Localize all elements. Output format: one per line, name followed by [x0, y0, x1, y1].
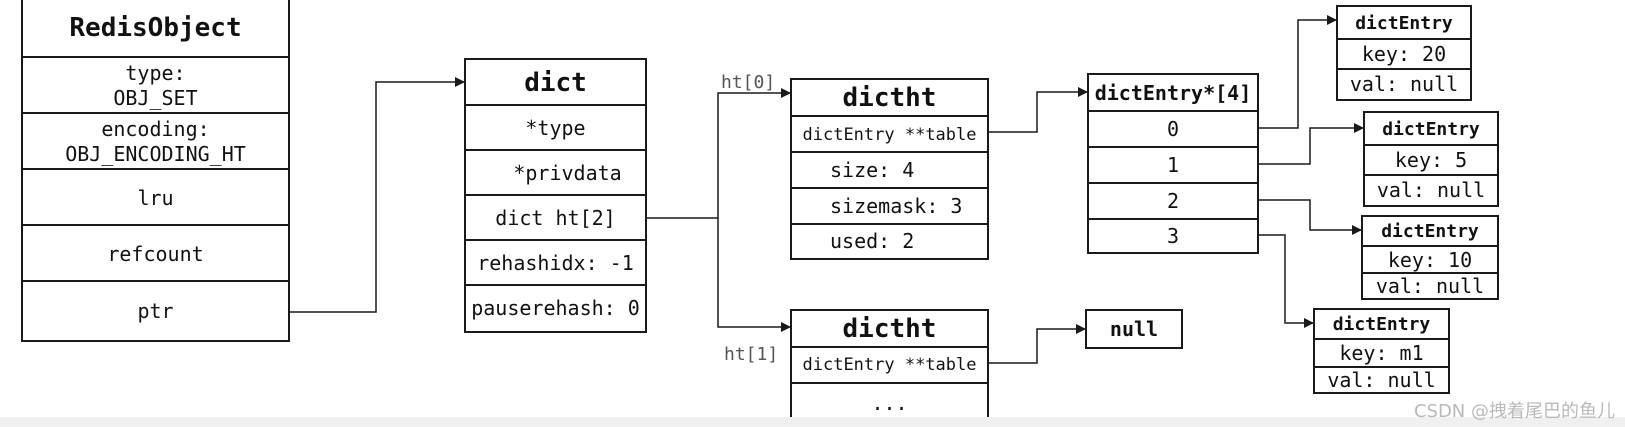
- dict-entry-title: dictEntry: [1332, 314, 1431, 335]
- redis-object-refcount: refcount: [23, 224, 288, 282]
- dictht0-size: size: 4: [792, 151, 987, 188]
- bottom-strip: [0, 417, 1625, 427]
- table0-to-array-arrow: [989, 87, 1088, 133]
- dictht1-title: dictht: [842, 314, 937, 344]
- dict-entry-box: dictEntry key: 20 val: null: [1336, 5, 1472, 101]
- ht1-label: ht[1]: [724, 344, 779, 365]
- dictht1-box: dictht dictEntry **table ...: [790, 309, 989, 424]
- entry-slot-1: 1: [1089, 146, 1257, 183]
- entry-slot-0: 0: [1089, 110, 1257, 147]
- dict-entry-title: dictEntry: [1355, 12, 1453, 34]
- slot3-to-entry-arrow: [1259, 234, 1314, 328]
- entry-array-box: dictEntry*[4] 0 1 2 3: [1087, 73, 1259, 254]
- dict-entry-title: dictEntry: [1382, 118, 1480, 140]
- entry-slot-3: 3: [1089, 218, 1257, 252]
- null-box: null: [1085, 309, 1183, 349]
- entry-array-title: dictEntry*[4]: [1094, 81, 1252, 105]
- dictht1-table: dictEntry **table: [792, 346, 987, 383]
- dict-box: dict *type *privdata dict ht[2] rehashid…: [464, 58, 647, 333]
- dict-ht: dict ht[2]: [466, 194, 645, 240]
- ptr-to-dict-arrow: [290, 77, 465, 313]
- dict-entry-key: key: 20: [1338, 38, 1470, 69]
- ht0-label: ht[0]: [721, 72, 776, 93]
- dict-entry-title: dictEntry: [1381, 221, 1479, 242]
- dict-privdata: *privdata: [466, 149, 645, 195]
- dictht0-table: dictEntry **table: [792, 115, 987, 153]
- ht-to-dictht1-arrow: [717, 218, 791, 332]
- dict-entry-val: val: null: [1363, 272, 1497, 298]
- dict-entry-box: dictEntry key: 5 val: null: [1363, 111, 1499, 207]
- dict-entry-val: val: null: [1315, 366, 1448, 392]
- entry-slot-2: 2: [1089, 182, 1257, 219]
- dict-entry-key: key: 5: [1365, 144, 1497, 175]
- slot0-to-entry-arrow: [1259, 15, 1337, 129]
- dict-entry-key: key: 10: [1363, 245, 1497, 273]
- dictht0-sizemask: sizemask: 3: [792, 187, 987, 224]
- dictht0-title: dictht: [842, 83, 937, 113]
- dictht0-box: dictht dictEntry **table size: 4 sizemas…: [790, 78, 989, 260]
- null-label: null: [1109, 316, 1159, 341]
- dict-entry-box: dictEntry key: 10 val: null: [1361, 215, 1499, 300]
- slot1-to-entry-arrow: [1259, 123, 1364, 165]
- dict-entry-val: val: null: [1365, 174, 1497, 205]
- slot2-to-entry-arrow: [1259, 199, 1362, 235]
- redis-object-type: type: OBJ_SET: [23, 56, 288, 114]
- ht-to-dictht0-arrow: [647, 88, 791, 219]
- redis-object-lru: lru: [23, 168, 288, 226]
- redis-object-box: RedisObject type: OBJ_SET encoding: OBJ_…: [21, 0, 290, 342]
- dictht1-ellipsis: ...: [792, 382, 987, 422]
- dict-entry-box: dictEntry key: m1 val: null: [1313, 308, 1450, 394]
- redis-object-encoding: encoding: OBJ_ENCODING_HT: [23, 112, 288, 170]
- redis-object-ptr: ptr: [23, 280, 288, 340]
- dict-entry-val: val: null: [1338, 68, 1470, 99]
- dict-pauserehash: pauserehash: 0: [466, 284, 645, 331]
- table1-to-null-arrow: [989, 324, 1086, 364]
- dictht0-used: used: 2: [792, 223, 987, 258]
- redis-object-title: RedisObject: [69, 12, 242, 43]
- dict-rehashidx: rehashidx: -1: [466, 239, 645, 285]
- dict-type: *type: [466, 104, 645, 150]
- watermark: CSDN @拽着尾巴的鱼儿: [1413, 401, 1615, 422]
- dict-entry-key: key: m1: [1315, 338, 1448, 367]
- dict-title: dict: [524, 67, 587, 98]
